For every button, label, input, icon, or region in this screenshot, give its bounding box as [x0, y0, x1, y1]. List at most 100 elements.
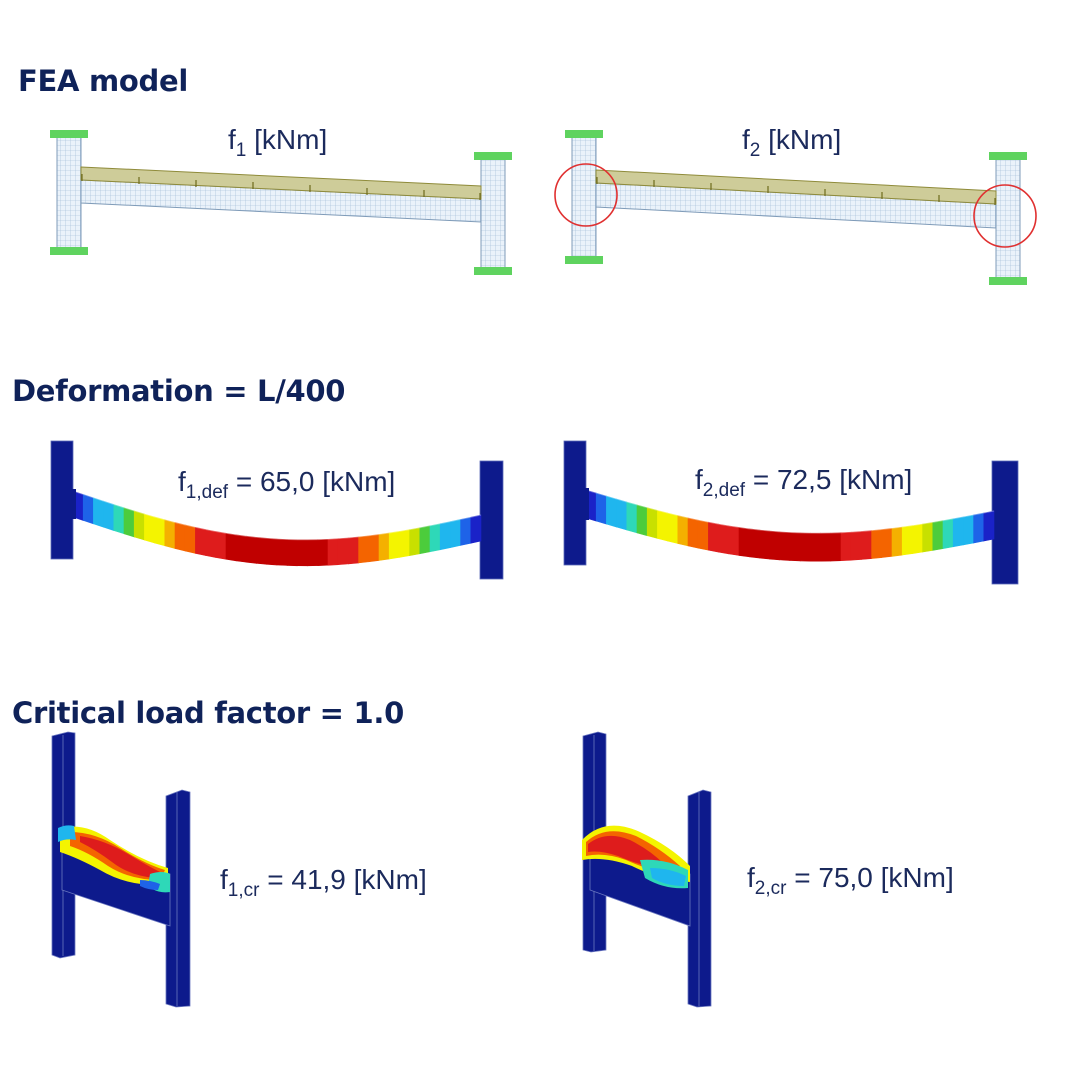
contour-segment [963, 514, 974, 546]
contour-segment [810, 532, 821, 562]
support-bottom-right-2 [989, 277, 1027, 285]
contour-segment [378, 532, 390, 561]
column-left-def-1 [50, 440, 74, 560]
highlight-circle-left [554, 163, 618, 227]
deformed-beam-2 [583, 488, 995, 562]
beam-top-edge [585, 489, 995, 534]
support-bottom-right-1 [474, 267, 512, 275]
contour-segment [409, 527, 421, 556]
contour-segment [769, 530, 781, 561]
contour-segment [470, 514, 482, 544]
contour-segment [789, 532, 801, 562]
contour-segment [616, 498, 628, 531]
contour-segment [337, 537, 349, 566]
contour-segment [174, 522, 186, 552]
column-left-def-2 [563, 440, 587, 566]
contour-segment [103, 500, 115, 531]
contour-segment [850, 531, 862, 561]
contour-segment [276, 538, 288, 566]
buckling-model-2 [582, 731, 712, 1008]
label-f1-def: f1,def = 65,0 [kNm] [178, 466, 396, 503]
support-top-left-1 [50, 130, 88, 138]
contour-segment [636, 504, 648, 537]
contour-segment [942, 518, 954, 549]
label-f1: f1 [kNm] [228, 124, 328, 161]
contour-segment [881, 528, 893, 558]
contour-segment [697, 519, 709, 551]
contour-segment [891, 526, 903, 557]
support-top-right-2 [989, 152, 1027, 160]
support-top-left-2 [565, 130, 603, 138]
contour-segment [246, 535, 257, 564]
contour-segment [861, 530, 872, 560]
contour-segment [358, 535, 370, 564]
contour-segment [728, 525, 740, 556]
contour-segment [225, 532, 237, 562]
heading-critical-load-factor: Critical load factor = 1.0 [12, 696, 404, 730]
contour-segment [738, 527, 750, 558]
contour-segment [113, 504, 125, 535]
contour-segment [307, 539, 319, 567]
column-right-2 [995, 156, 1021, 280]
buckling-column-right-2 [687, 789, 712, 1008]
support-bottom-left-1 [50, 247, 88, 255]
contour-segment [256, 537, 268, 565]
contour-segment [779, 531, 791, 561]
contour-segment [297, 539, 308, 567]
contour-segment [626, 501, 638, 534]
contour-segment [952, 516, 964, 548]
contour-segment [184, 524, 196, 554]
distributed-load-2 [595, 169, 997, 205]
contour-segment [799, 532, 811, 562]
label-f2: f2 [kNm] [742, 124, 842, 161]
contour-segment [195, 526, 206, 556]
contour-segment [606, 495, 617, 528]
distributed-load-1 [80, 166, 482, 200]
heading-deformation: Deformation = L/400 [12, 374, 346, 408]
contour-segment [286, 539, 298, 567]
contour-segment [439, 521, 451, 551]
column-left-2 [571, 134, 597, 260]
contour-segment [215, 531, 227, 560]
buckling-model-1 [51, 731, 191, 1008]
column-right-def-1 [479, 460, 504, 580]
contour-segment [235, 534, 247, 563]
contour-segment [317, 538, 329, 566]
contour-segment [983, 510, 995, 542]
fea-model-2 [554, 130, 1037, 285]
contour-segment [646, 507, 658, 539]
contour-segment [830, 532, 842, 562]
label-f1-cr: f1,cr = 41,9 [kNm] [220, 864, 427, 901]
beam-top-edge [72, 490, 482, 541]
contour-segment [677, 515, 689, 547]
contour-segment [266, 537, 278, 566]
contour-segment [922, 522, 934, 553]
contour-segment [657, 510, 668, 542]
contour-segment [667, 512, 679, 544]
contour-segment [327, 538, 339, 566]
contour-segment [388, 531, 400, 560]
contour-segment [748, 528, 760, 559]
support-top-right-1 [474, 152, 512, 160]
deformation-model-1 [50, 440, 504, 580]
fea-model-1 [50, 130, 512, 275]
column-left-1 [56, 134, 82, 252]
contour-segment [82, 494, 94, 525]
column-right-def-2 [991, 460, 1019, 585]
contour-segment [399, 529, 410, 558]
contour-segment [144, 513, 155, 544]
contour-segment [348, 536, 359, 565]
contour-segment [708, 521, 719, 553]
contour-segment [901, 525, 913, 556]
deformed-beam-1 [70, 489, 482, 567]
contour-segment [871, 529, 883, 559]
support-bottom-left-2 [565, 256, 603, 264]
highlight-circle-right [973, 184, 1037, 248]
contour-segment [973, 512, 985, 544]
contour-segment [460, 516, 472, 546]
buckling-column-right-1 [165, 789, 191, 1008]
contour-segment [820, 532, 832, 562]
contour-segment [133, 510, 145, 541]
contour-segment [718, 523, 730, 555]
